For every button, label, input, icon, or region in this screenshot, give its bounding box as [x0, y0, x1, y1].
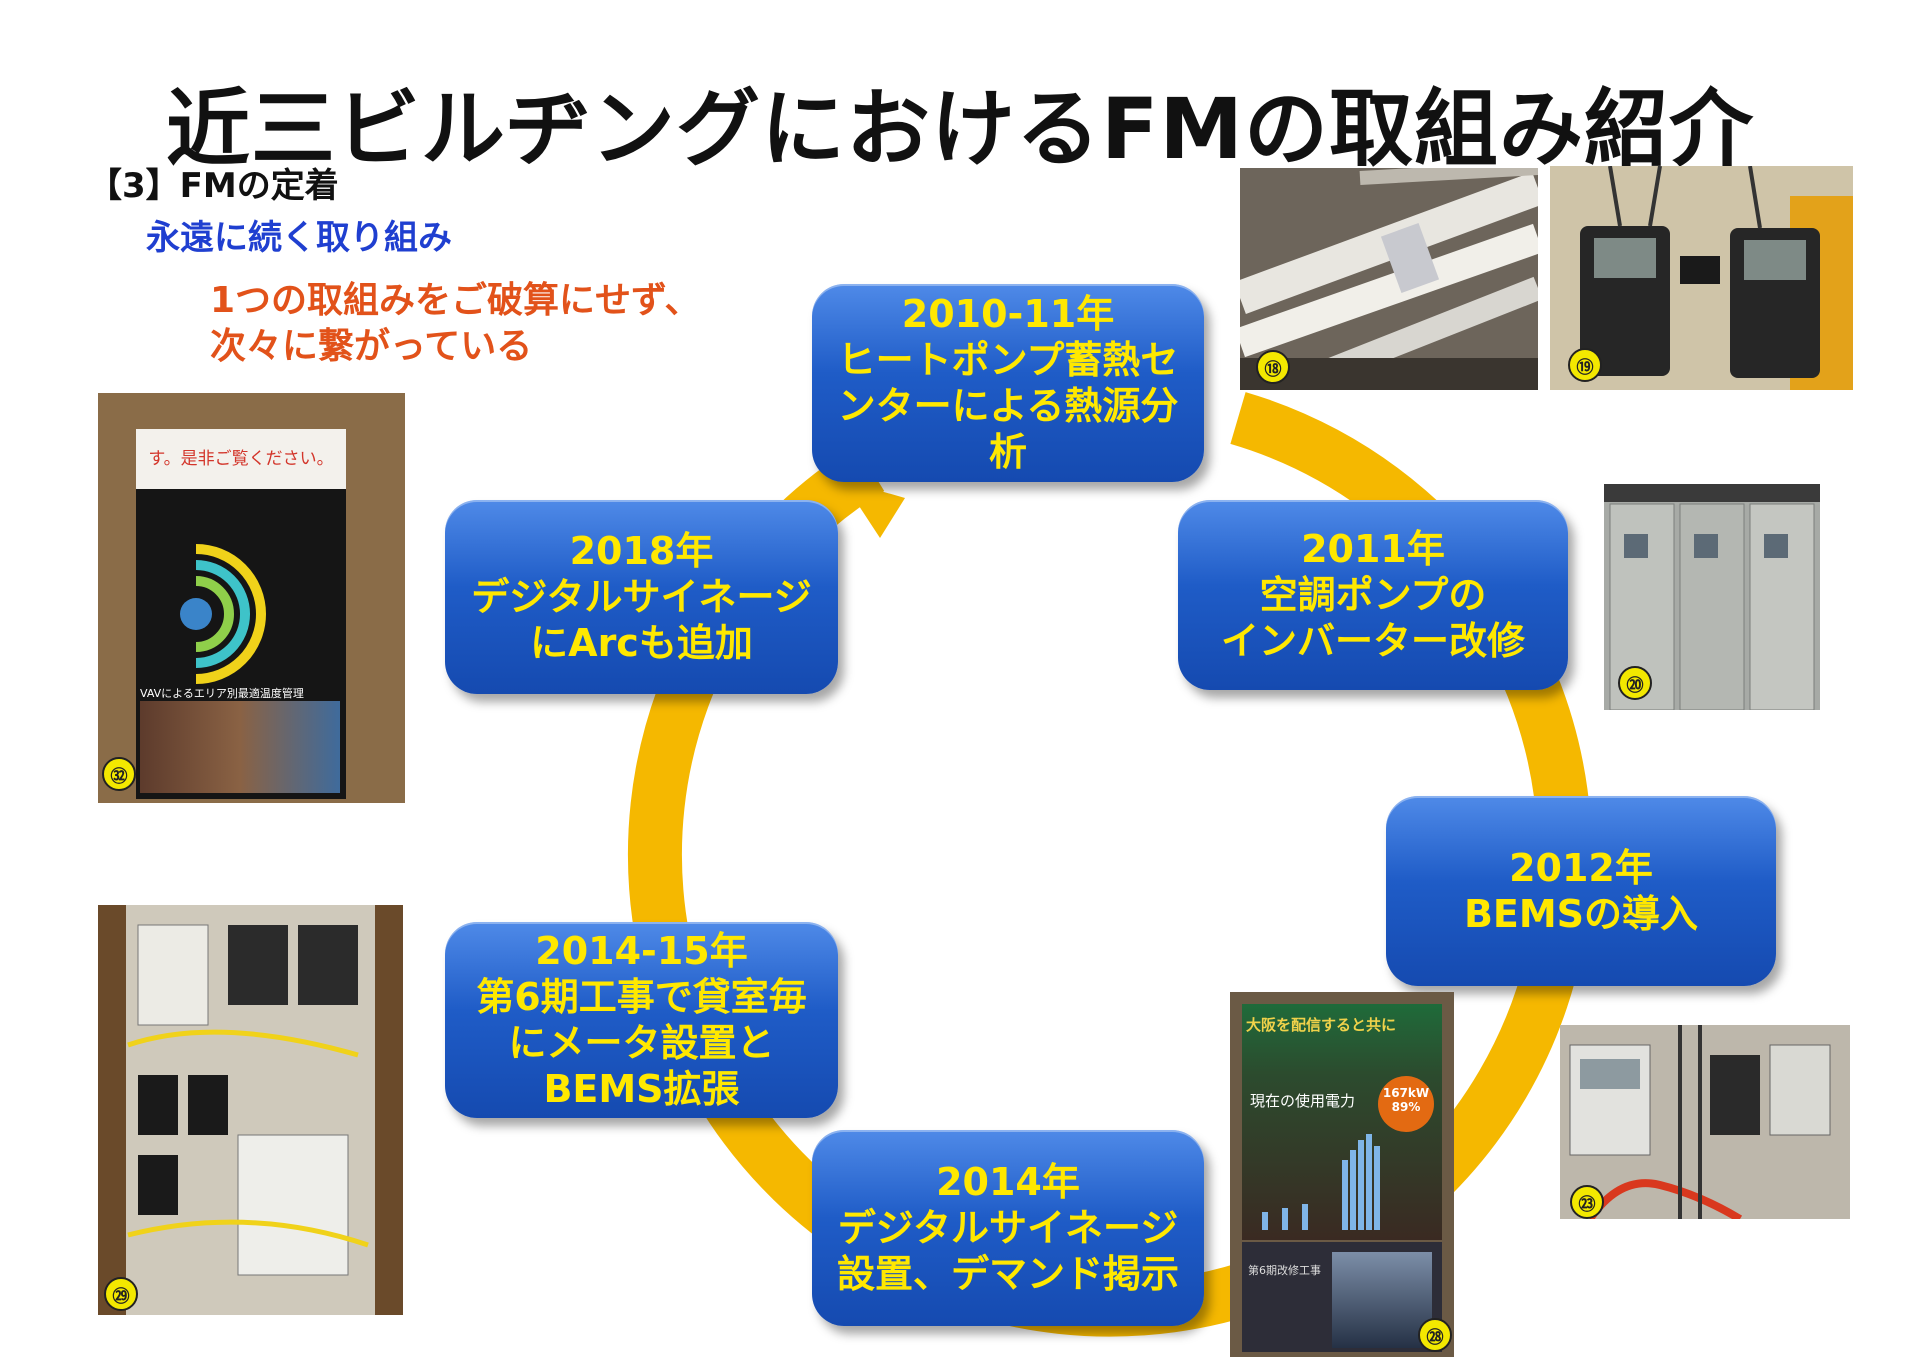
step-text: デジタルサイネージ — [837, 1206, 1179, 1250]
step-text: にArcも追加 — [530, 621, 753, 665]
pipes-illustration — [1240, 168, 1538, 390]
step-text: 2011年 — [1301, 527, 1445, 571]
step-2011-box: 2011年 空調ポンプの インバーター改修 — [1178, 500, 1568, 690]
step-text: BEMS拡張 — [543, 1067, 740, 1111]
signage-header: 大阪を配信すると共に — [1246, 1016, 1397, 1034]
instruments-illustration — [1550, 166, 1853, 390]
floor-plan-image — [140, 701, 340, 793]
inverter-panel-photo: ⑳ — [1604, 484, 1820, 710]
page-title: 近三ビルヂングにおけるFMの取組み紹介 — [166, 80, 1754, 178]
subtitle: 永遠に続く取り組み — [146, 218, 452, 258]
photo-number-badge: ㉜ — [102, 757, 136, 791]
meter-illustration — [1560, 1025, 1850, 1219]
note-text: 1つの取組みをご破算にせず、 次々に繋がっている — [210, 278, 701, 370]
step-2018-box: 2018年 デジタルサイネージ にArcも追加 — [445, 500, 838, 694]
signage-demand-photo: 大阪を配信すると共に 現在の使用電力 167kW 89% 第6期改修工事 ㉘ — [1230, 992, 1454, 1357]
step-text: ヒートポンプ蓄熱セ — [837, 338, 1179, 382]
step-text: 2012年 — [1509, 846, 1653, 890]
step-text: 空調ポンプの — [1259, 573, 1487, 617]
step-text: インバーター改修 — [1220, 619, 1525, 663]
meter-panel-photo: ㉓ — [1560, 1025, 1850, 1219]
signage-footer: 第6期改修工事 — [1248, 1264, 1321, 1277]
step-text: 第6期工事で貸室毎 — [476, 975, 807, 1019]
step-text: デジタルサイネージ — [471, 575, 812, 619]
photo-number-badge: ㉘ — [1418, 1318, 1452, 1352]
step-text: 2014-15年 — [535, 929, 748, 973]
building-image — [1332, 1252, 1432, 1348]
signage-value: 167kW — [1382, 1086, 1430, 1100]
step-2014-15-box: 2014-15年 第6期工事で貸室毎 にメータ設置と BEMS拡張 — [445, 922, 838, 1118]
signage-bar-graph — [1262, 1134, 1380, 1230]
signage-arc-photo: す。是非ご覧ください。 VAVによるエリア別最適温度管理 ㉜ — [98, 393, 405, 803]
breaker-illustration — [98, 905, 403, 1315]
signage-arc-header: す。是非ご覧ください。 — [136, 429, 346, 489]
signage-percent: 89% — [1391, 1100, 1421, 1114]
photo-number-badge: ⑲ — [1568, 348, 1602, 382]
step-2010-box: 2010-11年 ヒートポンプ蓄熱セ ンターによる熱源分 析 — [812, 284, 1204, 482]
breaker-panel-photo: ㉙ — [98, 905, 403, 1315]
photo-number-badge: ⑳ — [1618, 666, 1652, 700]
step-text: BEMSの導入 — [1463, 892, 1699, 936]
note-line: 次々に繋がっている — [210, 326, 533, 367]
step-text: 2018年 — [569, 529, 714, 573]
step-text: 設置、デマンド掲示 — [836, 1252, 1179, 1296]
ceiling-pipes-photo: ⑱ — [1240, 168, 1538, 390]
signage-arc-footer: VAVによるエリア別最適温度管理 — [140, 687, 304, 700]
step-text: にメータ設置と — [508, 1021, 775, 1065]
arc-score-graphic — [180, 544, 266, 684]
note-line: 1つの取組みをご破算にせず、 — [210, 280, 701, 321]
step-text: 析 — [988, 430, 1027, 474]
signage-label: 現在の使用電力 — [1250, 1092, 1356, 1110]
step-2012-box: 2012年 BEMSの導入 — [1386, 796, 1776, 986]
section-heading: 【3】FMの定着 — [88, 166, 339, 206]
photo-number-badge: ㉓ — [1570, 1185, 1604, 1219]
step-text: 2014年 — [936, 1160, 1080, 1204]
step-2014-box: 2014年 デジタルサイネージ 設置、デマンド掲示 — [812, 1130, 1204, 1326]
panel-illustration — [1604, 484, 1820, 710]
signage-lower: 第6期改修工事 — [1242, 1242, 1442, 1352]
photo-number-badge: ㉙ — [104, 1277, 138, 1311]
signage-value-badge: 167kW 89% — [1378, 1076, 1434, 1132]
signage-screen: 大阪を配信すると共に 現在の使用電力 167kW 89% — [1242, 1004, 1442, 1240]
step-text: 2010-11年 — [901, 292, 1115, 336]
photo-number-badge: ⑱ — [1256, 350, 1290, 384]
step-text: ンターによる熱源分 — [837, 384, 1179, 428]
measuring-instruments-photo: ⑲ — [1550, 166, 1853, 390]
signage-frame: す。是非ご覧ください。 VAVによるエリア別最適温度管理 — [136, 429, 346, 799]
